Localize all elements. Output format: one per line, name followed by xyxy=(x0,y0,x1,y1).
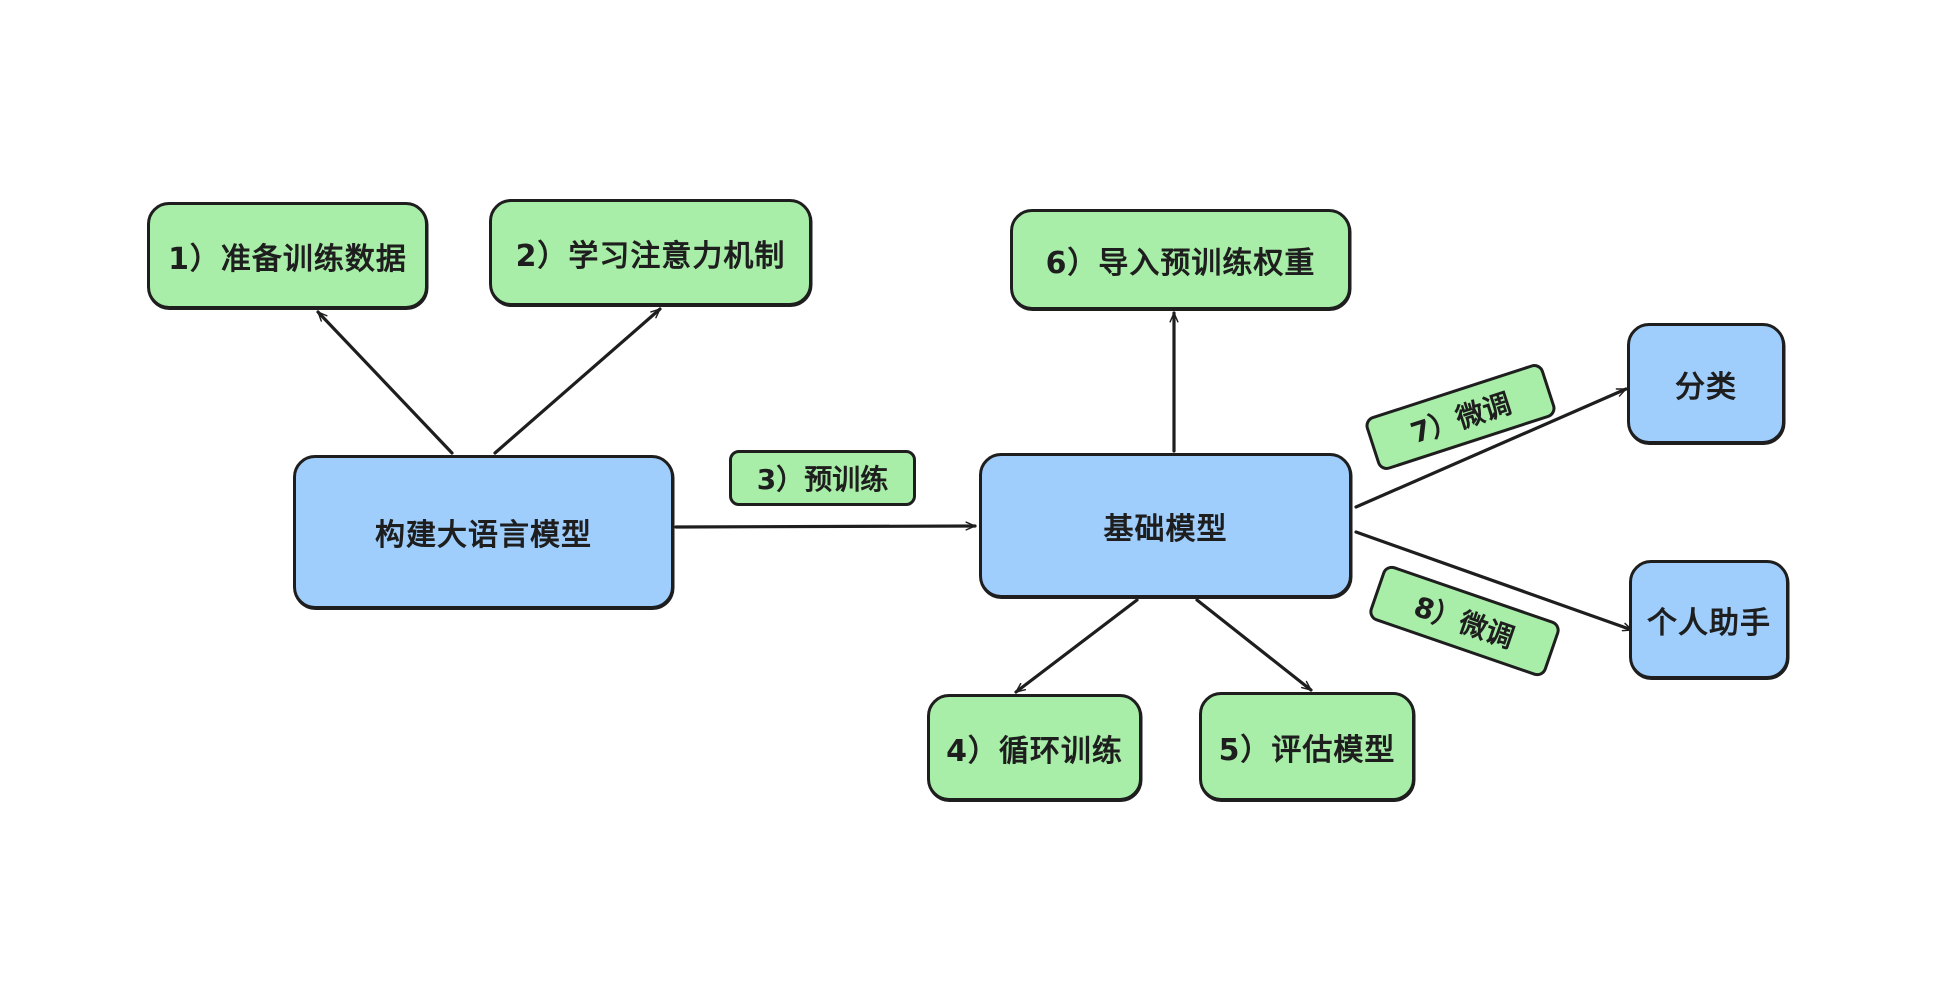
personal-assistant-node: 个人助手 xyxy=(1629,560,1789,679)
prepare-data-node: 1）准备训练数据 xyxy=(147,202,428,309)
classification-node: 分类 xyxy=(1627,323,1785,444)
arrow-pretrain xyxy=(674,521,977,531)
arrow-to-personal-assistant xyxy=(1354,530,1634,632)
learn-attention-node: 2）学习注意力机制 xyxy=(489,199,812,306)
arrow-to-loop-training xyxy=(1014,598,1139,694)
base-model-node: 基础模型 xyxy=(979,453,1352,598)
loop-training-node: 4）循环训练 xyxy=(927,694,1142,801)
arrow-to-evaluate-model xyxy=(1195,598,1313,692)
build-llm-node: 构建大语言模型 xyxy=(293,455,674,609)
arrow-to-prepare-data xyxy=(316,310,454,455)
pretrain-label: 3）预训练 xyxy=(729,450,916,506)
import-weights-node: 6）导入预训练权重 xyxy=(1010,209,1351,310)
arrow-to-learn-attention xyxy=(493,307,662,455)
arrow-to-classification xyxy=(1354,387,1628,509)
evaluate-model-node: 5）评估模型 xyxy=(1199,692,1415,801)
